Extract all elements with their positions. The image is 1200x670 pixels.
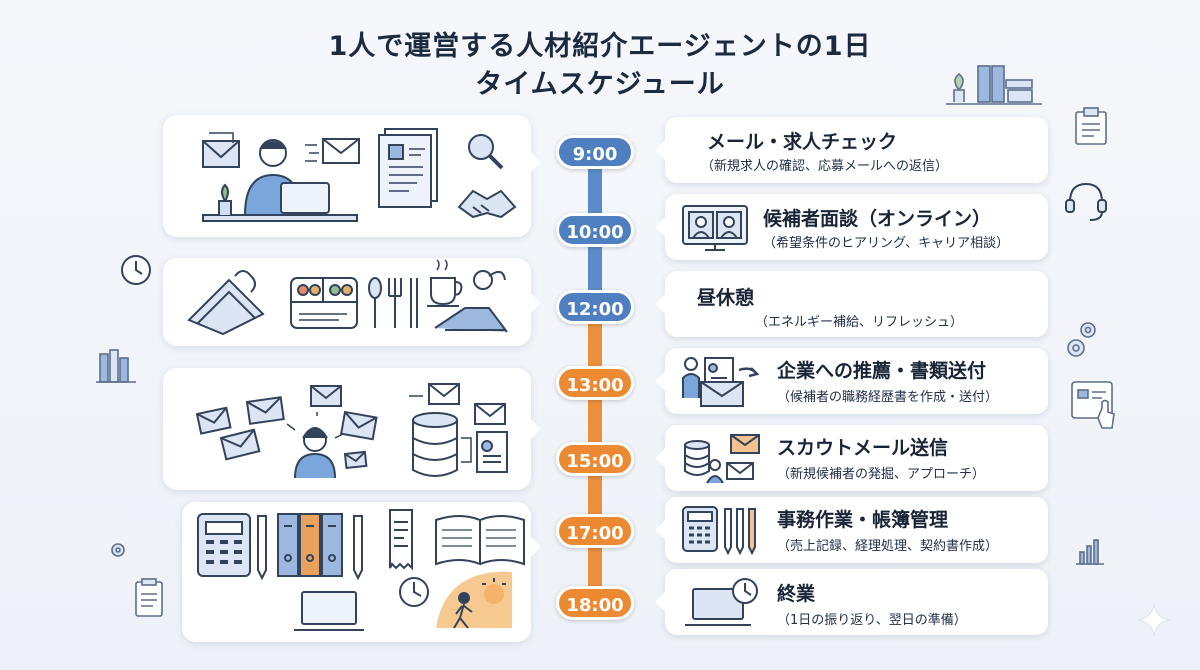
card-title: メール・求人チェック bbox=[707, 131, 898, 153]
database-icon bbox=[412, 412, 458, 477]
schedule-card-scout-mail: スカウトメール送信 （新規候補者の発掘、アプローチ） bbox=[655, 425, 1048, 491]
database-mail-icon bbox=[409, 383, 506, 425]
time-17-00: 17:00 bbox=[556, 514, 634, 548]
schedule-card-office-work: 事務作業・帳簿管理 （売上記録、経理処理、契約書作成） bbox=[655, 497, 1048, 563]
schedule-card-candidate-interview: 候補者面談（オンライン） （希望条件のヒアリング、キャリア相談） bbox=[655, 194, 1048, 260]
mail-lines-icon bbox=[305, 138, 360, 164]
time-9-00: 9:00 bbox=[556, 135, 634, 169]
flying-envelopes-icon bbox=[195, 385, 378, 470]
calculator-pens-icon bbox=[682, 506, 756, 556]
bar-chart-icon bbox=[1076, 539, 1104, 565]
clipboard-icon bbox=[135, 578, 163, 617]
scout-mail-illustration bbox=[163, 368, 541, 490]
calculator-icon bbox=[197, 513, 251, 577]
send-documents-icon bbox=[682, 357, 760, 407]
handshake-icon bbox=[457, 189, 517, 219]
time-13-00: 13:00 bbox=[556, 366, 634, 400]
time-18-00: 18:00 bbox=[556, 586, 634, 620]
pen-icon bbox=[257, 515, 267, 581]
time-15-00: 15:00 bbox=[556, 442, 634, 476]
coffee-icon bbox=[427, 259, 463, 307]
card-subtitle: （新規求人の確認、応募メールへの返信） bbox=[701, 159, 949, 174]
walking-home-icon bbox=[436, 571, 512, 629]
laptop-icon bbox=[294, 591, 364, 631]
books-icon bbox=[96, 349, 136, 383]
touch-screen-icon bbox=[1071, 381, 1115, 429]
binders-icon bbox=[277, 513, 343, 577]
card-title: 候補者面談（オンライン） bbox=[763, 208, 992, 230]
sandwich-icon bbox=[187, 270, 265, 336]
pen-icon bbox=[353, 515, 363, 581]
time-12-00: 12:00 bbox=[556, 290, 634, 324]
card-subtitle: （新規候補者の発掘、アプローチ） bbox=[777, 467, 986, 482]
video-call-icon bbox=[682, 205, 748, 251]
bento-box-icon bbox=[290, 277, 358, 329]
person-at-laptop-icon bbox=[202, 139, 358, 222]
person-icon bbox=[294, 427, 336, 479]
card-subtitle: （エネルギー補給、リフレッシュ） bbox=[755, 315, 964, 330]
card-title: 企業への推薦・書類送付 bbox=[777, 360, 987, 382]
laptop-clock-icon bbox=[685, 578, 758, 626]
clock-icon bbox=[399, 577, 429, 607]
database-mail-icon bbox=[684, 434, 760, 484]
relaxing-person-icon bbox=[434, 270, 508, 333]
ledger-book-icon bbox=[435, 515, 525, 566]
cutlery-icon bbox=[368, 277, 418, 328]
notepad-icon bbox=[1075, 107, 1107, 145]
schedule-card-company-recommendation: 企業への推薦・書類送付 （候補者の職務経歴書を作成・送付） bbox=[655, 348, 1048, 414]
headset-icon bbox=[1065, 182, 1107, 221]
card-title: 終業 bbox=[777, 583, 816, 605]
resume-icon bbox=[461, 431, 508, 473]
bookshelf-icon bbox=[946, 65, 1042, 105]
card-title: スカウトメール送信 bbox=[777, 437, 949, 459]
resume-icon bbox=[378, 128, 438, 208]
schedule-card-end-of-day: 終業 （1日の振り返り、翌日の準備） bbox=[655, 569, 1048, 635]
card-title: 昼休憩 bbox=[697, 287, 755, 309]
sparkle-icon bbox=[1137, 603, 1171, 637]
clock-icon bbox=[121, 255, 151, 285]
schedule-card-lunch-break: 昼休憩 （エネルギー補給、リフレッシュ） bbox=[655, 271, 1048, 337]
schedule-card-mail-check: メール・求人チェック （新規求人の確認、応募メールへの返信） bbox=[655, 117, 1048, 183]
gear-icon bbox=[111, 543, 125, 557]
gear-icon bbox=[1067, 322, 1096, 357]
lunch-illustration bbox=[163, 258, 541, 346]
page-title: 1人で運営する人材紹介エージェントの1日 bbox=[328, 31, 872, 62]
receipt-icon bbox=[389, 509, 413, 571]
card-subtitle: （売上記録、経理処理、契約書作成） bbox=[777, 539, 999, 554]
card-subtitle: （候補者の職務経歴書を作成・送付） bbox=[777, 390, 999, 405]
page-subtitle: タイムスケジュール bbox=[475, 69, 725, 100]
card-subtitle: （希望条件のヒアリング、キャリア相談） bbox=[763, 236, 1010, 251]
time-10-00: 10:00 bbox=[556, 213, 634, 247]
morning-work-illustration bbox=[163, 115, 541, 237]
office-work-illustration bbox=[182, 502, 541, 642]
card-title: 事務作業・帳簿管理 bbox=[777, 509, 949, 531]
card-subtitle: （1日の振り返り、翌日の準備） bbox=[777, 613, 967, 628]
envelope-icon bbox=[202, 132, 240, 168]
magnifier-icon bbox=[468, 134, 504, 170]
